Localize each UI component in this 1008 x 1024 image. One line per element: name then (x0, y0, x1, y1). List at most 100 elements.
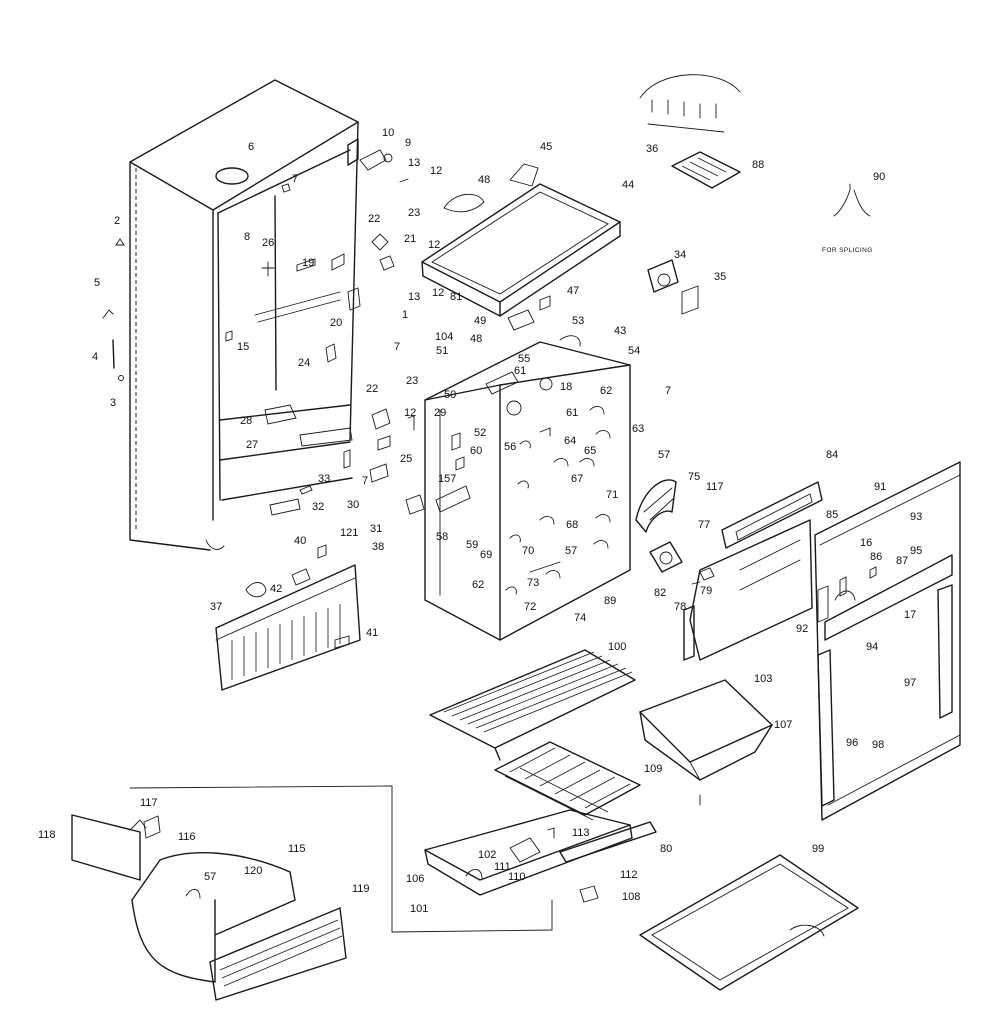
part-label: 20 (330, 317, 342, 329)
cabinet-hardware (102, 183, 337, 516)
lower-drawer-left (215, 544, 361, 691)
drawer-frame (424, 809, 657, 903)
part-label: 68 (566, 519, 578, 531)
fan-assembly (635, 479, 715, 585)
part-label: 91 (874, 481, 886, 493)
part-label: 61 (566, 407, 578, 419)
part-label: 7 (292, 173, 298, 185)
part-label: 80 (660, 843, 672, 855)
part-label: 23 (406, 375, 418, 387)
part-label: 88 (752, 159, 764, 171)
part-label: 47 (567, 285, 579, 297)
part-label: 82 (654, 587, 666, 599)
part-label: 120 (244, 865, 262, 877)
part-label: 22 (368, 213, 380, 225)
part-label: 38 (372, 541, 384, 553)
part-label: 50 (444, 389, 456, 401)
part-label: 1 (402, 309, 408, 321)
part-label: 32 (312, 501, 324, 513)
part-label: 67 (571, 473, 583, 485)
top-cover (421, 163, 621, 331)
part-label: 87 (896, 555, 908, 567)
part-label: 94 (866, 641, 878, 653)
part-label: 63 (632, 423, 644, 435)
part-label: 6 (248, 141, 254, 153)
part-label: 35 (714, 271, 726, 283)
part-label: 4 (92, 351, 98, 363)
part-label: 58 (436, 531, 448, 543)
part-label: 54 (628, 345, 640, 357)
part-label: 3 (110, 397, 116, 409)
part-label: 62 (600, 385, 612, 397)
part-label: 93 (910, 511, 922, 523)
part-label: 55 (518, 353, 530, 365)
part-label: 8 (244, 231, 250, 243)
part-label: 56 (504, 441, 516, 453)
part-label: 115 (288, 843, 306, 855)
part-label: 30 (347, 499, 359, 511)
part-label: 112 (620, 869, 638, 881)
part-label: 12 (432, 287, 444, 299)
part-label: 26 (262, 237, 274, 249)
part-label: 109 (644, 763, 662, 775)
part-label: 90 (873, 171, 885, 183)
part-label: 57 (658, 449, 670, 461)
part-label: 2 (114, 215, 120, 227)
wire-shelf-lower (494, 741, 641, 821)
part-label: 71 (606, 489, 618, 501)
part-label: 111 (494, 861, 511, 873)
control-housing (683, 481, 823, 661)
part-label: 119 (352, 883, 370, 895)
part-label: 103 (754, 673, 772, 685)
part-label: 28 (240, 415, 252, 427)
part-label: 7 (394, 341, 400, 353)
part-label: 157 (438, 473, 456, 485)
part-label: 29 (434, 407, 446, 419)
part-label: 53 (572, 315, 584, 327)
part-label: 7 (362, 475, 368, 487)
part-label: 101 (410, 903, 428, 915)
part-label: 102 (478, 849, 496, 861)
part-labels: 6 10 9 13 12 7 2 8 26 22 23 21 12 19 12 … (38, 127, 922, 915)
part-label: 41 (366, 627, 378, 639)
part-label: 95 (910, 545, 922, 557)
part-label: 17 (904, 609, 916, 621)
part-label: 16 (860, 537, 872, 549)
part-label: 97 (904, 677, 916, 689)
bottom-panel (639, 854, 859, 991)
part-label: 48 (470, 333, 482, 345)
part-label: 22 (366, 383, 378, 395)
cabinet (129, 79, 359, 551)
part-label: 98 (872, 739, 884, 751)
part-label: 86 (870, 551, 882, 563)
part-label: 24 (298, 357, 310, 369)
part-label: 12 (404, 407, 416, 419)
splicing-note: FOR SPLICING (822, 247, 873, 254)
part-label: 15 (237, 341, 249, 353)
part-label: 121 (340, 527, 358, 539)
part-label: 75 (688, 471, 700, 483)
center-liner (424, 335, 631, 641)
part-label: 27 (246, 439, 258, 451)
part-label: 21 (404, 233, 416, 245)
part-label: 106 (406, 873, 424, 885)
part-label: 12 (428, 239, 440, 251)
ice-tray (639, 74, 871, 315)
part-label: 117 (706, 481, 724, 493)
part-label: 64 (564, 435, 576, 447)
part-label: 5 (94, 277, 100, 289)
part-label: 23 (408, 207, 420, 219)
part-label: 70 (522, 545, 534, 557)
part-label: 118 (38, 829, 56, 841)
part-label: 13 (408, 157, 420, 169)
part-label: 37 (210, 601, 222, 613)
part-label: 65 (584, 445, 596, 457)
part-label: 96 (846, 737, 858, 749)
part-label: 60 (470, 445, 482, 457)
part-label: 92 (796, 623, 808, 635)
wire-shelf-upper (429, 649, 636, 761)
part-label: 44 (622, 179, 634, 191)
part-label: 25 (400, 453, 412, 465)
